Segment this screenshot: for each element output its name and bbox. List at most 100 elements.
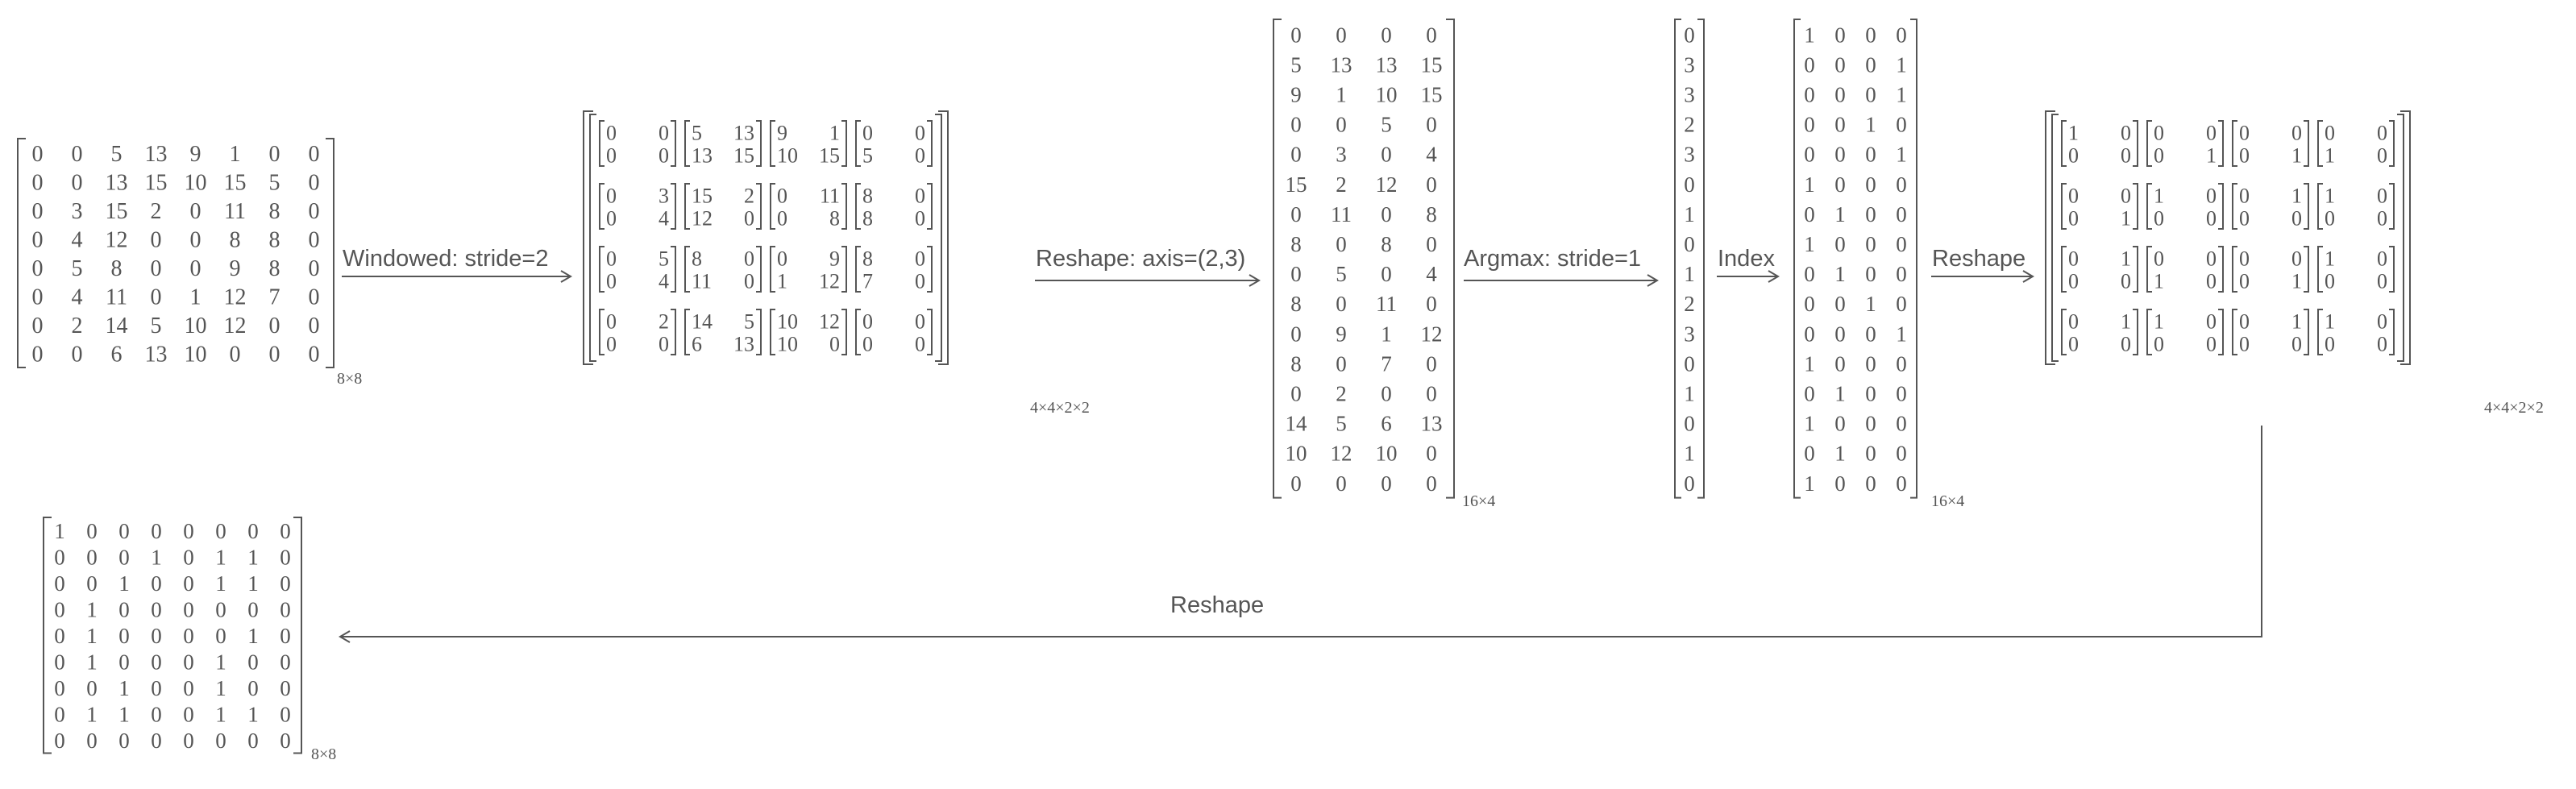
one-hot-blocks-block-right-bracket	[2389, 246, 2395, 293]
output-dims: 8×8	[311, 745, 336, 763]
output-matrix-cell: 0	[183, 545, 194, 569]
one-hot-blocks-block-right-bracket	[2218, 183, 2224, 230]
output-matrix-cell: 0	[118, 729, 130, 753]
input-matrix-cell: 5	[111, 142, 123, 167]
windowed-block-cell: 4	[659, 269, 669, 293]
one-hot-matrix-cell: 0	[1804, 82, 1815, 106]
one-hot-matrix-cell: 0	[1865, 82, 1876, 106]
one-hot-matrix-cell: 0	[1804, 52, 1815, 77]
one-hot-matrix-cell: 0	[1865, 202, 1876, 226]
output-matrix-cell: 0	[247, 597, 259, 621]
arrow-reshape-back-label: Reshape	[1170, 592, 1264, 618]
one-hot-blocks-block-cell: 0	[2239, 269, 2250, 293]
reshaped-matrix-cell: 3	[1336, 143, 1347, 167]
windowed-block-left-bracket	[684, 183, 690, 230]
input-matrix-cell: 0	[309, 199, 320, 224]
reshaped-matrix-cell: 4	[1426, 262, 1437, 286]
one-hot-blocks-block-cell: 0	[2325, 121, 2335, 144]
one-hot-matrix-cell: 0	[1834, 351, 1846, 376]
reshaped-matrix-cell: 0	[1426, 292, 1437, 316]
input-matrix-cell: 0	[72, 142, 83, 167]
one-hot-blocks-block-cell: 0	[2206, 121, 2217, 144]
reshaped-matrix-cell: 0	[1290, 23, 1302, 47]
input-matrix-cell: 0	[151, 284, 162, 309]
reshaped-matrix-cell: 1	[1381, 322, 1392, 346]
windowed-block-cell: 1	[829, 121, 840, 144]
one-hot-matrix-cell: 0	[1865, 23, 1876, 47]
windowed-block-cell: 0	[829, 332, 840, 355]
argmax-vector-left-bracket	[1674, 19, 1681, 499]
input-matrix-cell: 13	[145, 342, 168, 367]
input-matrix-cell: 0	[309, 142, 320, 167]
arrow-index: Index	[1717, 246, 1780, 283]
output-matrix-cell: 0	[54, 702, 65, 726]
windowed-inner-left-bracket	[589, 114, 596, 362]
input-matrix-cell: 7	[269, 284, 280, 309]
one-hot-matrix-cell: 0	[1865, 322, 1876, 346]
windowed-block-right-bracket	[841, 246, 847, 293]
windowed-block-cell: 6	[692, 332, 702, 355]
windowed-block-left-bracket	[684, 246, 690, 293]
windowed-block-cell: 0	[862, 121, 873, 144]
one-hot-blocks-block-cell: 0	[2206, 332, 2217, 355]
windowed-block-left-bracket	[770, 120, 775, 167]
one-hot-matrix-cell: 1	[1834, 262, 1846, 286]
reshaped-matrix-cell: 0	[1290, 113, 1302, 137]
output-matrix-cell: 0	[183, 702, 194, 726]
arrow-index-label: Index	[1718, 246, 1775, 272]
reshaped-matrix-cell: 0	[1336, 292, 1347, 316]
one-hot-matrix-cell: 0	[1865, 442, 1876, 466]
output-matrix-cell: 0	[54, 545, 65, 569]
windowed-block-right-bracket	[756, 183, 762, 230]
one-hot-blocks-dims: 4×4×2×2	[2484, 399, 2544, 417]
one-hot-matrix-cell: 0	[1834, 143, 1846, 167]
input-matrix-cell: 0	[269, 342, 280, 367]
one-hot-blocks-block-cell: 1	[2068, 121, 2079, 144]
input-matrix-cell: 10	[185, 342, 207, 367]
one-hot-blocks-block-cell: 0	[2121, 121, 2131, 144]
reshaped-matrix-cell: 9	[1290, 82, 1302, 106]
input-matrix-cell: 11	[106, 284, 127, 309]
reshaped-matrix-cell: 0	[1426, 471, 1437, 496]
one-hot-matrix-cell: 0	[1896, 262, 1907, 286]
one-hot-blocks-block-right-bracket	[2389, 120, 2395, 167]
output-matrix-cell: 0	[151, 571, 162, 596]
reshaped-matrix-cell: 11	[1376, 292, 1397, 316]
arrow-reshape-label: Reshape	[1932, 246, 2025, 272]
one-hot-matrix-cell: 1	[1896, 52, 1907, 77]
input-matrix-cell: 3	[72, 199, 83, 224]
one-hot-blocks-block-cell: 0	[2325, 269, 2335, 293]
one-hot-blocks-block-left-bracket	[2232, 183, 2237, 230]
windowed-block-cell: 8	[862, 184, 873, 207]
input-dims: 8×8	[337, 370, 362, 388]
one-hot-blocks-block-cell: 0	[2121, 184, 2131, 207]
one-hot-blocks-block-cell: 0	[2239, 121, 2250, 144]
reshaped-matrix-cell: 0	[1426, 442, 1437, 466]
input-matrix-cell: 0	[309, 342, 320, 367]
windowed-block-left-bracket	[599, 183, 605, 230]
output-matrix-cell: 0	[118, 545, 130, 569]
input-matrix-cell: 0	[32, 142, 44, 167]
windowed-block-cell: 0	[659, 143, 669, 167]
windowed-block-right-bracket	[671, 120, 676, 167]
input-matrix-cell: 10	[185, 170, 207, 195]
windowed-block-cell: 10	[777, 332, 798, 355]
one-hot-blocks-block-cell: 0	[2154, 121, 2164, 144]
one-hot-blocks-block-cell: 0	[2068, 206, 2079, 230]
reshaped-matrix-cell: 8	[1381, 232, 1392, 256]
one-hot-blocks-block-cell: 0	[2239, 206, 2250, 230]
one-hot-blocks-outer-left-bracket	[2045, 110, 2055, 365]
one-hot-blocks-block-left-bracket	[2061, 309, 2067, 355]
reshaped-matrix-cell: 15	[1286, 172, 1307, 197]
one-hot-matrix-cell: 0	[1804, 113, 1815, 137]
arrow-reshape: Reshape	[1931, 246, 2034, 283]
reshaped-matrix-cell: 0	[1290, 322, 1302, 346]
windowed-block-cell: 0	[777, 247, 787, 270]
one-hot-blocks-block-left-bracket	[2317, 246, 2323, 293]
argmax-vector-cell: 0	[1684, 412, 1695, 436]
one-hot-blocks-block-cell: 1	[2291, 309, 2302, 333]
output-matrix-cell: 0	[151, 702, 162, 726]
one-hot-matrix-cell: 1	[1804, 23, 1815, 47]
windowed-block-cell: 0	[744, 269, 754, 293]
output-matrix-cell: 1	[215, 571, 226, 596]
